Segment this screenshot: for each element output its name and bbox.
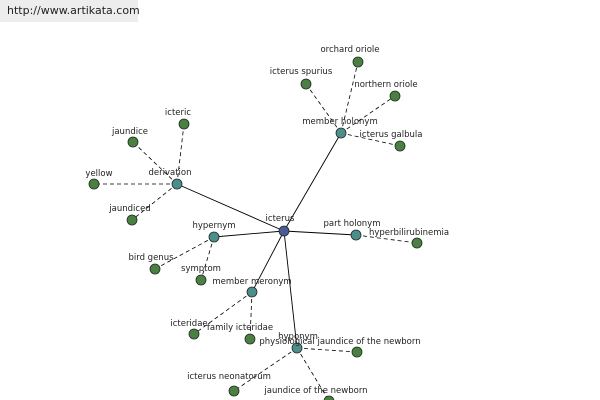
relation-node-derivation[interactable] xyxy=(171,178,183,190)
leaf-node-jaundice-of-the-newborn[interactable] xyxy=(323,395,335,400)
leaf-label-bird-genus: bird genus xyxy=(128,253,174,263)
leaf-label-icterus-neonatorum: icterus neonatorum xyxy=(187,372,271,382)
leaf-label-family-icteridae: family icteridae xyxy=(207,323,273,333)
edge-derivation-icteric xyxy=(176,123,185,185)
leaf-label-jaundice: jaundice xyxy=(111,127,148,137)
relation-node-member-holonym[interactable] xyxy=(335,127,347,139)
center-node[interactable] xyxy=(278,225,290,237)
leaf-label-physiological-jaundice-of-the-newborn: physiological jaundice of the newborn xyxy=(259,337,420,347)
leaf-node-hyperbilirubinemia[interactable] xyxy=(411,237,423,249)
leaf-node-icteridae[interactable] xyxy=(188,328,200,340)
graph-edges xyxy=(94,61,418,400)
relation-label-hyponym: hyponym xyxy=(278,332,318,342)
edge-member-holonym-orchard-oriole xyxy=(340,61,359,134)
relation-label-member-meronym: member meronym xyxy=(212,277,291,287)
leaf-node-jaundice[interactable] xyxy=(127,136,139,148)
edge-member-holonym-icterus-galbula xyxy=(340,132,401,147)
edge-center-hyponym xyxy=(283,230,298,349)
edge-member-holonym-northern-oriole xyxy=(340,95,396,134)
watermark-text: http://www.artikata.com xyxy=(7,4,140,17)
leaf-node-family-icteridae[interactable] xyxy=(244,333,256,345)
edge-derivation-jaundice xyxy=(132,141,178,185)
leaf-label-icterus-spurius: icterus spurius xyxy=(270,67,333,77)
relation-label-member-holonym: member holonym xyxy=(302,117,377,127)
leaf-label-jaundiced: jaundiced xyxy=(108,204,150,214)
leaf-label-yellow: yellow xyxy=(85,169,112,179)
edge-part-holonym-hyperbilirubinemia xyxy=(355,234,418,244)
leaf-node-icterus-galbula[interactable] xyxy=(394,140,406,152)
edge-center-member-meronym xyxy=(251,230,285,293)
leaf-node-jaundiced[interactable] xyxy=(126,214,138,226)
relation-node-hyponym[interactable] xyxy=(291,342,303,354)
edge-hyponym-icterus-neonatorum xyxy=(233,347,298,392)
leaf-node-bird-genus[interactable] xyxy=(149,263,161,275)
leaf-node-physiological-jaundice-of-the-newborn[interactable] xyxy=(351,346,363,358)
graph-labels: icterus member holonym orchard oriole icter… xyxy=(85,45,449,396)
leaf-node-icterus-spurius[interactable] xyxy=(300,78,312,90)
leaf-node-northern-oriole[interactable] xyxy=(389,90,401,102)
leaf-node-orchard-oriole[interactable] xyxy=(352,56,364,68)
leaf-label-northern-oriole: northern oriole xyxy=(354,80,417,90)
relation-node-hypernym[interactable] xyxy=(208,231,220,243)
leaf-label-icterus-galbula: icterus galbula xyxy=(360,130,423,140)
leaf-node-yellow[interactable] xyxy=(88,178,100,190)
leaf-node-symptom[interactable] xyxy=(195,274,207,286)
edge-center-part-holonym xyxy=(283,230,357,236)
leaf-label-orchard-oriole: orchard oriole xyxy=(320,45,379,55)
relation-label-hypernym: hypernym xyxy=(192,221,235,231)
relation-label-part-holonym: part holonym xyxy=(324,219,381,229)
leaf-node-icteric[interactable] xyxy=(178,118,190,130)
edge-center-hypernym xyxy=(213,230,285,238)
edge-member-holonym-icterus-spurius xyxy=(305,83,342,134)
leaf-label-hyperbilirubinemia: hyperbilirubinemia xyxy=(369,228,449,238)
relation-node-member-meronym[interactable] xyxy=(246,286,258,298)
relation-node-part-holonym[interactable] xyxy=(350,229,362,241)
edge-hypernym-symptom xyxy=(200,236,215,281)
edge-center-derivation xyxy=(176,183,285,232)
leaf-node-icterus-neonatorum[interactable] xyxy=(228,385,240,397)
edge-hyponym-physiological-jaundice-of-the-newborn xyxy=(296,347,358,353)
center-label: icterus xyxy=(266,214,295,224)
edge-hyponym-jaundice-of-the-newborn xyxy=(296,347,329,400)
edge-derivation-jaundiced xyxy=(131,183,178,221)
edge-member-meronym-family-icteridae xyxy=(249,291,253,340)
leaf-label-symptom: symptom xyxy=(181,264,221,274)
edge-center-member-holonym xyxy=(283,132,342,232)
relation-label-derivation: derivation xyxy=(148,168,191,178)
leaf-label-icteric: icteric xyxy=(165,108,191,118)
leaf-label-jaundice-of-the-newborn: jaundice of the newborn xyxy=(263,386,367,396)
leaf-label-icteridae: icteridae xyxy=(170,319,207,329)
edge-member-meronym-icteridae xyxy=(193,291,253,335)
graph-nodes xyxy=(88,56,423,400)
watermark: http://www.artikata.com xyxy=(0,0,140,22)
